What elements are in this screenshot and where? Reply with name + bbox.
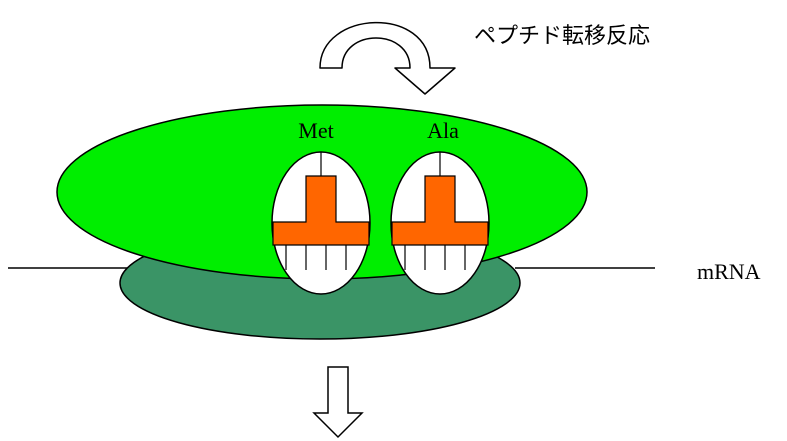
mrna-label: mRNA: [697, 259, 761, 284]
trna-right: [390, 151, 490, 295]
down-arrow-icon: [312, 366, 364, 439]
curved-arrow-icon: [319, 21, 456, 95]
trna-left-label: Met: [298, 118, 333, 143]
trna-left: [271, 151, 371, 295]
trna-right-label: Ala: [427, 118, 459, 143]
reaction-label: ペプチド転移反応: [474, 23, 650, 48]
